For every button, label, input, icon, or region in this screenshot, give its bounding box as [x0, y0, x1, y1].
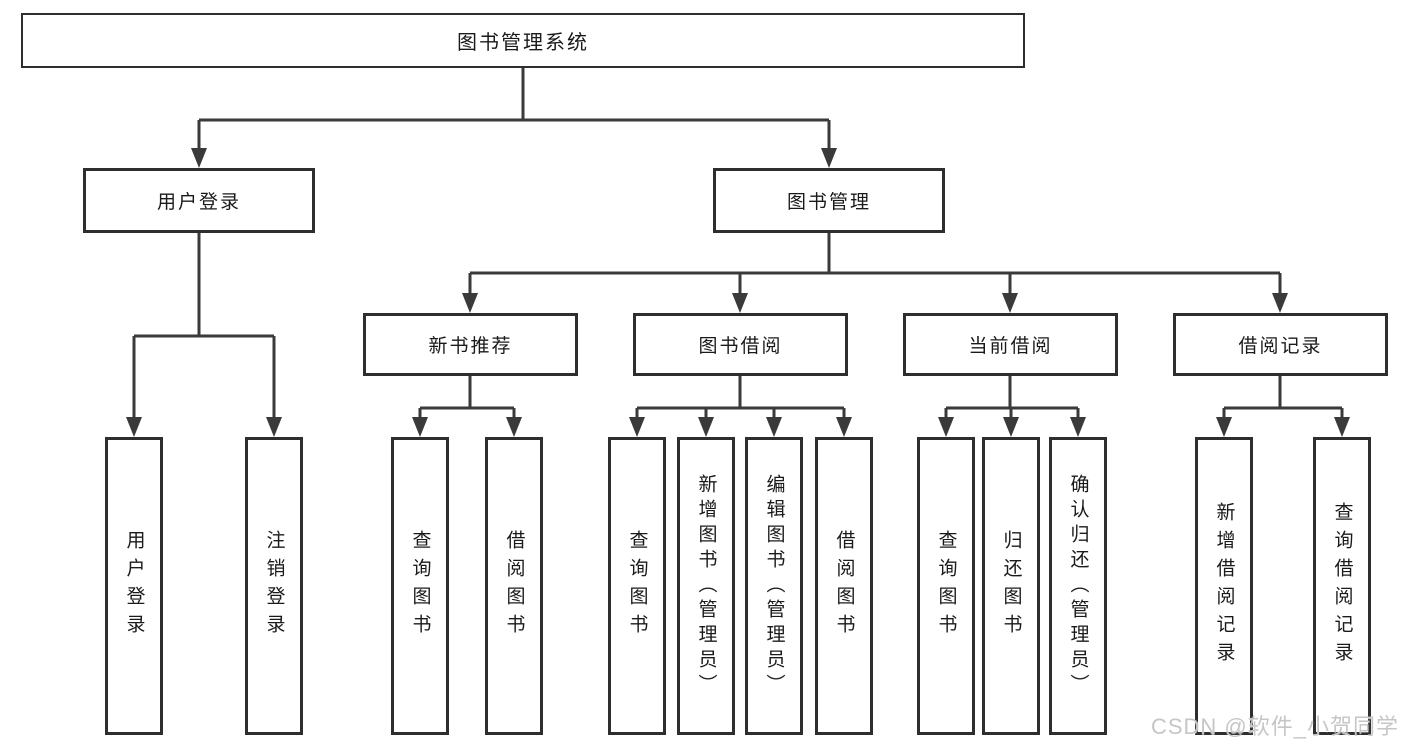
node-current-borrowing: 当前借阅: [903, 313, 1118, 376]
leaf-logout: 注销登录: [245, 437, 303, 735]
node-root-label: 图书管理系统: [457, 32, 589, 54]
leaf-label: 新增借阅记录: [1213, 502, 1235, 670]
node-book-borrowing: 图书借阅: [633, 313, 848, 376]
leaf-borrow-books-recommend: 借阅图书: [485, 437, 543, 735]
leaf-label: 注销登录: [263, 530, 285, 642]
leaf-query-books-recommend: 查询图书: [391, 437, 449, 735]
leaf-return-books: 归还图书: [982, 437, 1040, 735]
node-label: 图书管理: [786, 192, 871, 213]
leaf-borrow-books: 借阅图书: [815, 437, 873, 735]
node-label: 借阅记录: [1238, 336, 1323, 357]
leaf-label: 新增图书（管理员）: [695, 473, 717, 699]
leaf-query-books-current: 查询图书: [917, 437, 975, 735]
node-label: 当前借阅: [968, 336, 1053, 357]
node-root-system: 图书管理系统: [21, 13, 1025, 68]
leaf-add-books-admin: 新增图书（管理员）: [677, 437, 735, 735]
leaf-user-login: 用户登录: [105, 437, 163, 735]
leaf-confirm-return-admin: 确认归还（管理员）: [1049, 437, 1107, 735]
node-book-management-branch: 图书管理: [713, 168, 945, 233]
leaf-label: 用户登录: [123, 530, 145, 642]
leaf-label: 确认归还（管理员）: [1067, 473, 1089, 699]
leaf-edit-books-admin: 编辑图书（管理员）: [745, 437, 803, 735]
leaf-label: 查询借阅记录: [1331, 502, 1353, 670]
leaf-label: 查询图书: [626, 530, 648, 642]
leaf-label: 借阅图书: [503, 530, 525, 642]
leaf-query-books-borrow: 查询图书: [608, 437, 666, 735]
leaf-label: 归还图书: [1000, 530, 1022, 642]
leaf-label: 查询图书: [409, 530, 431, 642]
leaf-label: 查询图书: [935, 530, 957, 642]
leaf-query-borrow-record: 查询借阅记录: [1313, 437, 1371, 735]
node-label: 图书借阅: [698, 336, 783, 357]
leaf-label: 编辑图书（管理员）: [763, 473, 785, 699]
node-new-book-recommend: 新书推荐: [363, 313, 578, 376]
leaf-add-borrow-record: 新增借阅记录: [1195, 437, 1253, 735]
node-label: 用户登录: [156, 192, 241, 213]
node-borrowing-records: 借阅记录: [1173, 313, 1388, 376]
leaf-label: 借阅图书: [833, 530, 855, 642]
node-label: 新书推荐: [428, 336, 513, 357]
node-user-login-branch: 用户登录: [83, 168, 315, 233]
